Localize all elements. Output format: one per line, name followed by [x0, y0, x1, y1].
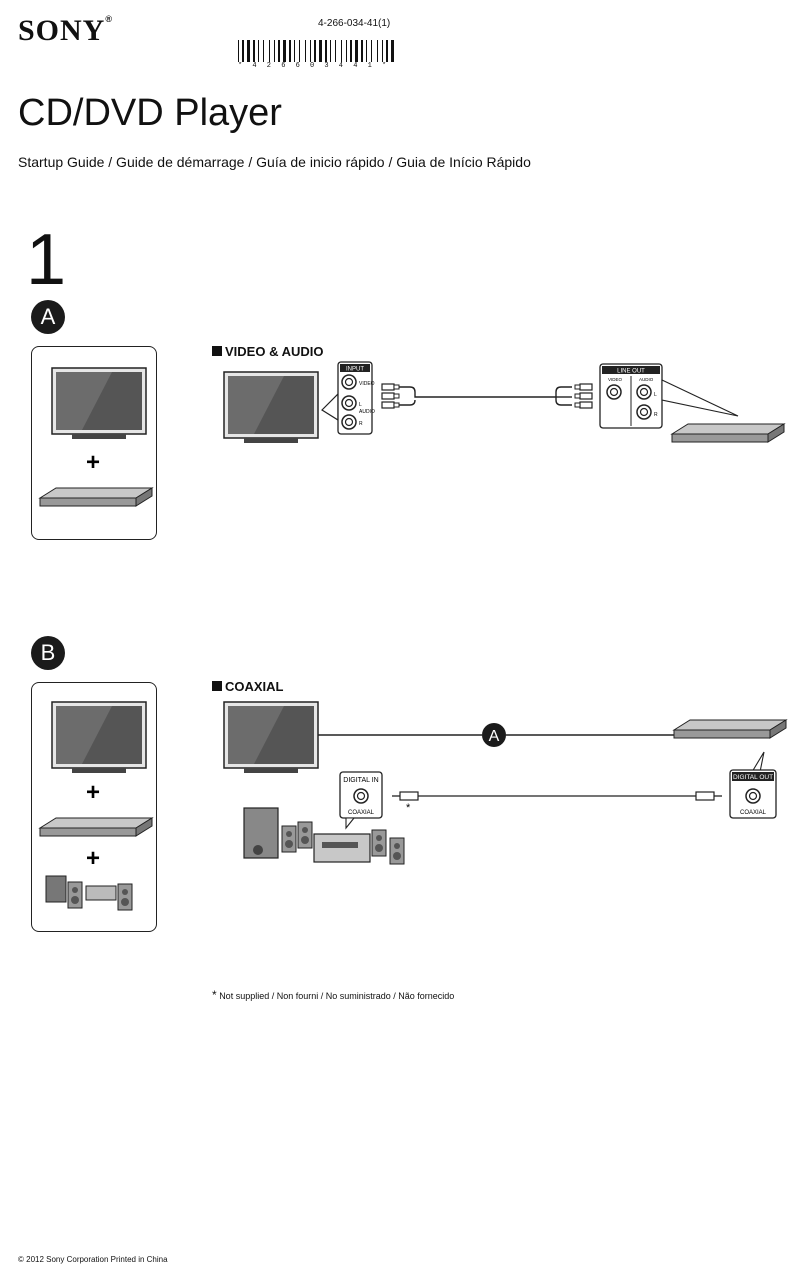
player-digital-out-jack-panel: DIGITAL OUT COAXIAL: [729, 751, 777, 819]
footnote: * Not supplied / Non fourni / No suminis…: [212, 988, 454, 1002]
player-icon: [39, 487, 153, 507]
section-b-device-panel: [31, 682, 157, 932]
player-icon: [39, 817, 153, 837]
line-out-title: LINE OUT: [617, 369, 645, 375]
tv-input-jack-panel: INPUT VIDEO L AUDIO R: [321, 361, 375, 435]
step-number: 1: [26, 220, 67, 300]
line-out-l-label: L: [654, 392, 657, 398]
digital-in-title: DIGITAL IN: [343, 777, 378, 784]
page-title: CD/DVD Player: [18, 92, 282, 134]
section-a-heading: VIDEO & AUDIO: [212, 344, 323, 359]
section-a-badge: A: [31, 300, 65, 334]
player-icon: [671, 423, 785, 443]
tv-input-title: INPUT: [346, 367, 364, 373]
part-number: 4-266-034-41(1): [318, 18, 391, 29]
hdmi-cable-badge-label: A: [489, 728, 500, 745]
receiver-digital-in-jack-panel: DIGITAL IN COAXIAL: [339, 771, 383, 830]
tv-icon: [223, 371, 319, 444]
sony-logo: SONY®: [18, 14, 113, 47]
section-b-heading: COAXIAL: [212, 679, 284, 694]
digital-in-coaxial-label: COAXIAL: [348, 810, 375, 816]
tv-icon: [51, 701, 147, 774]
jack-label-r: R: [359, 421, 363, 427]
digital-out-coaxial-label: COAXIAL: [740, 810, 767, 816]
barcode-text: * 4 2 6 6 0 3 4 4 1 *: [238, 62, 390, 70]
tv-icon: [223, 701, 319, 774]
footnote-text: Not supplied / Non fourni / No suministr…: [219, 991, 455, 1001]
page-subtitle: Startup Guide / Guide de démarrage / Guí…: [18, 154, 531, 170]
section-a-device-panel: [31, 346, 157, 540]
line-out-video-label: VIDEO: [608, 377, 623, 382]
av-receiver-system-icon: [45, 875, 133, 911]
player-icon: [673, 719, 787, 739]
player-line-out-jack-panel: LINE OUT VIDEO AUDIO L R: [599, 363, 739, 429]
section-b-badge: B: [31, 636, 65, 670]
not-supplied-asterisk: *: [406, 802, 411, 814]
jack-label-audio: AUDIO: [359, 409, 375, 415]
registered-mark: ®: [105, 14, 113, 24]
plus-sign: +: [86, 845, 100, 872]
barcode: [238, 40, 394, 62]
jack-label-video: VIDEO: [359, 381, 375, 387]
digital-out-title: DIGITAL OUT: [733, 774, 773, 781]
line-out-r-label: R: [654, 412, 658, 418]
av-cable: [381, 383, 593, 409]
jack-label-l: L: [359, 402, 362, 408]
hdmi-cable-badge: [482, 723, 506, 747]
coaxial-cable: *: [392, 791, 722, 814]
line-out-audio-label: AUDIO: [639, 377, 654, 382]
copyright: © 2012 Sony Corporation Printed in China: [18, 1255, 168, 1264]
footnote-mark: *: [212, 988, 217, 1002]
plus-sign: +: [86, 779, 100, 806]
plus-sign: +: [86, 449, 100, 476]
av-receiver-system-icon: [243, 807, 405, 865]
tv-icon: [51, 367, 147, 440]
